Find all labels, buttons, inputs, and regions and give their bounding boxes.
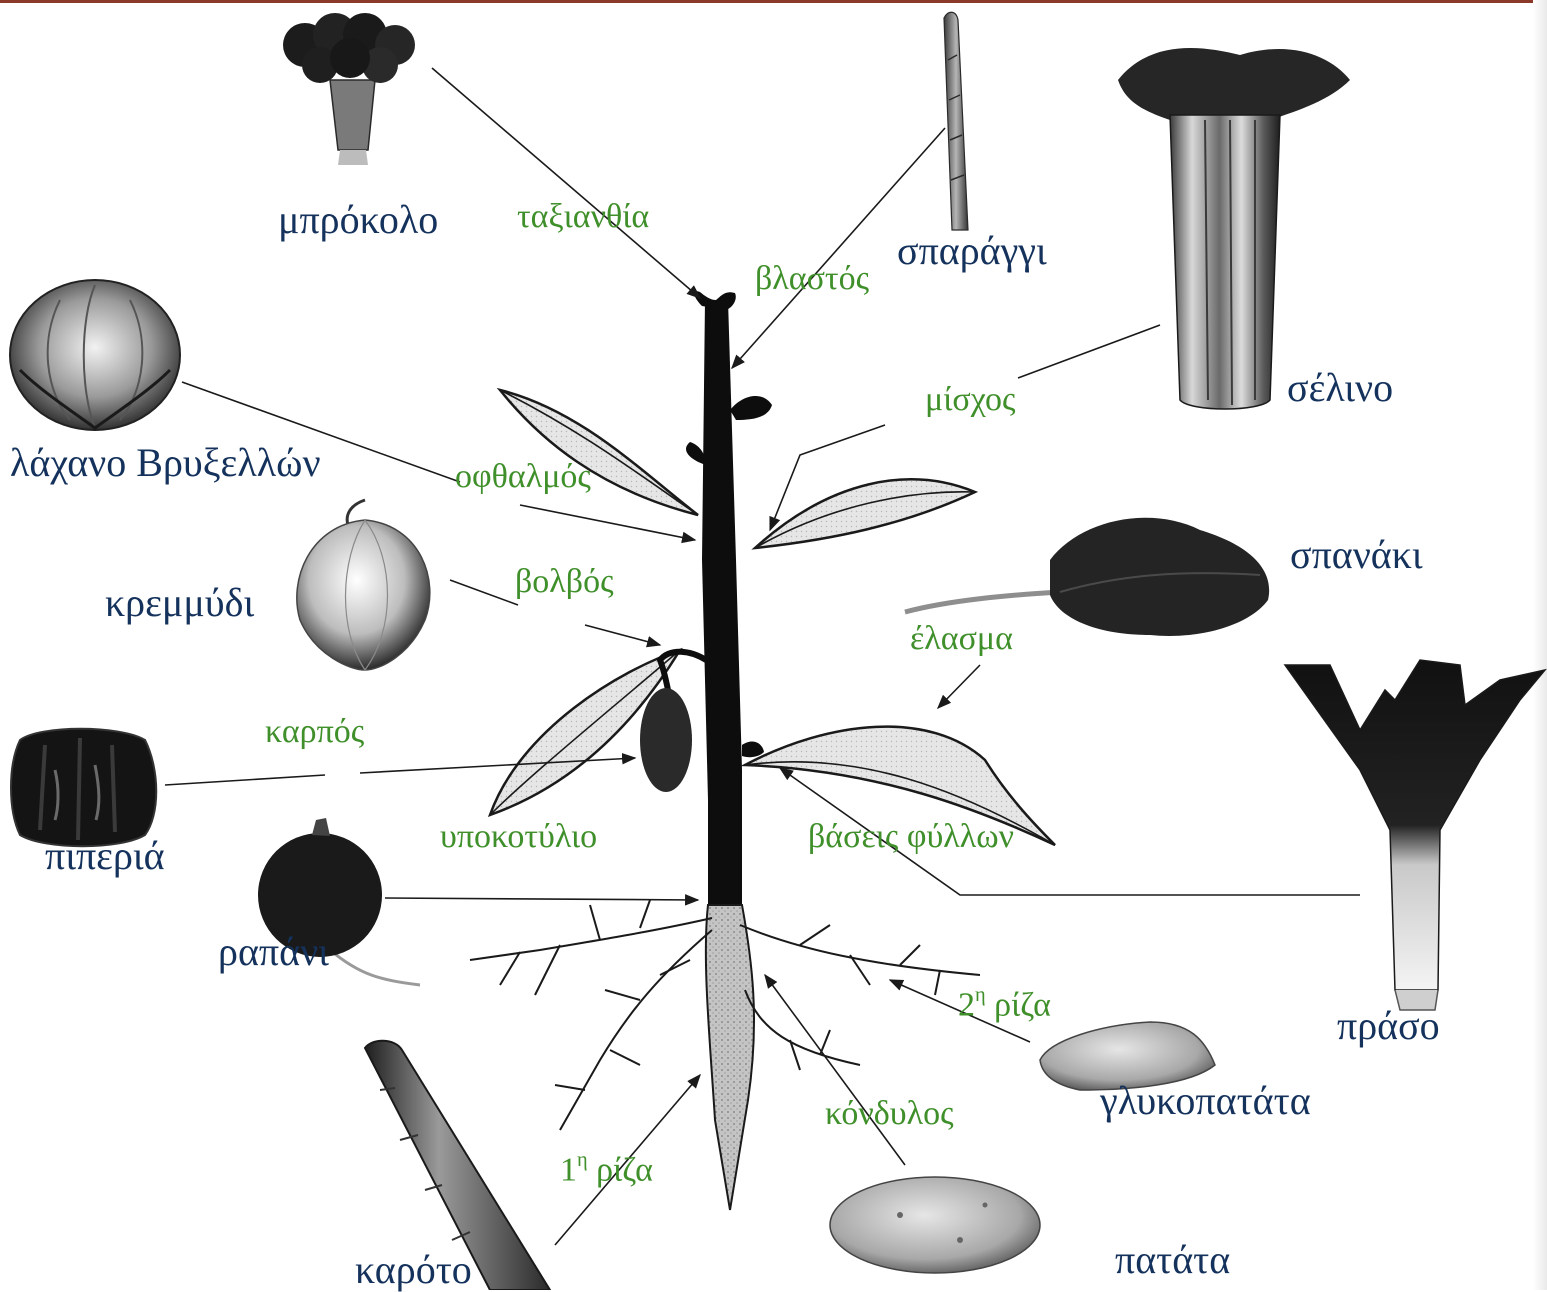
label-bud: οφθαλμός [455, 460, 591, 494]
label-leek: πράσο [1337, 1006, 1440, 1046]
label-asparagus: σπαράγγι [897, 231, 1047, 271]
connector-radish [385, 898, 698, 900]
plant-bud [730, 396, 772, 420]
label-leaf-bases: βάσεις φύλλων [808, 820, 1014, 854]
label-hypocotyl: υποκοτύλιο [440, 820, 597, 854]
label-inflorescence: ταξιανθία [517, 200, 649, 234]
label-fruit: καρπός [265, 715, 364, 749]
label-petiole: μίσχος [925, 383, 1016, 417]
label-primary-root: 1η ρίζα [560, 1150, 653, 1187]
label-sweet-potato: γλυκοπατάτα [1100, 1081, 1311, 1121]
connector-broccoli [432, 68, 700, 298]
secondary-root-number: 2 [958, 986, 975, 1023]
plant-taproot [706, 905, 754, 1210]
primary-root-word: ρίζα [596, 1151, 653, 1188]
plant-bud-small [686, 442, 706, 465]
connector-bud [520, 505, 695, 540]
secondary-root-ordinal: η [975, 984, 986, 1006]
label-carrot: καρότο [355, 1250, 472, 1290]
connector-bulb [585, 625, 660, 645]
label-spinach: σπανάκι [1290, 535, 1423, 575]
label-broccoli: μπρόκολο [278, 200, 438, 240]
label-pepper: πιπεριά [45, 836, 165, 876]
spinach-image [905, 518, 1269, 636]
celery-image [1118, 48, 1350, 409]
leek-image [1285, 660, 1545, 1010]
broccoli-image [283, 13, 415, 165]
label-blade: έλασμα [910, 622, 1013, 656]
asparagus-image [944, 12, 968, 230]
pepper-image [11, 729, 156, 847]
connector-spinach [938, 665, 980, 708]
label-brussels-sprouts: λάχανο Βρυξελλών [10, 443, 321, 483]
label-secondary-root: 2η ρίζα [958, 985, 1051, 1022]
leaf-right [755, 479, 975, 548]
brussels-sprouts-image [10, 280, 180, 430]
secondary-root-word: ρίζα [994, 986, 1051, 1023]
plant [470, 291, 1055, 1210]
potato-image [830, 1177, 1040, 1273]
leaf-upper-left [500, 390, 698, 515]
connector-celery [1018, 325, 1160, 378]
label-radish: ραπάνι [218, 932, 329, 972]
onion-image [297, 500, 430, 670]
label-celery: σέλινο [1287, 368, 1393, 408]
connector-pepper-b [360, 758, 635, 773]
label-tuber: κόνδυλος [825, 1097, 954, 1131]
plant-apex [694, 291, 736, 310]
plant-stem [702, 300, 742, 905]
plant-leaf-base [742, 741, 764, 757]
connector-potato [765, 975, 905, 1165]
label-onion: κρεμμύδι [105, 583, 254, 623]
plant-fruit [640, 688, 692, 792]
connector-onion [450, 580, 518, 605]
label-bulb: βολβός [515, 565, 614, 599]
connector-pepper-a [165, 775, 325, 785]
primary-root-ordinal: η [577, 1149, 588, 1171]
label-potato: πατάτα [1115, 1240, 1230, 1280]
label-shoot: βλαστός [755, 262, 869, 296]
primary-root-number: 1 [560, 1151, 577, 1188]
